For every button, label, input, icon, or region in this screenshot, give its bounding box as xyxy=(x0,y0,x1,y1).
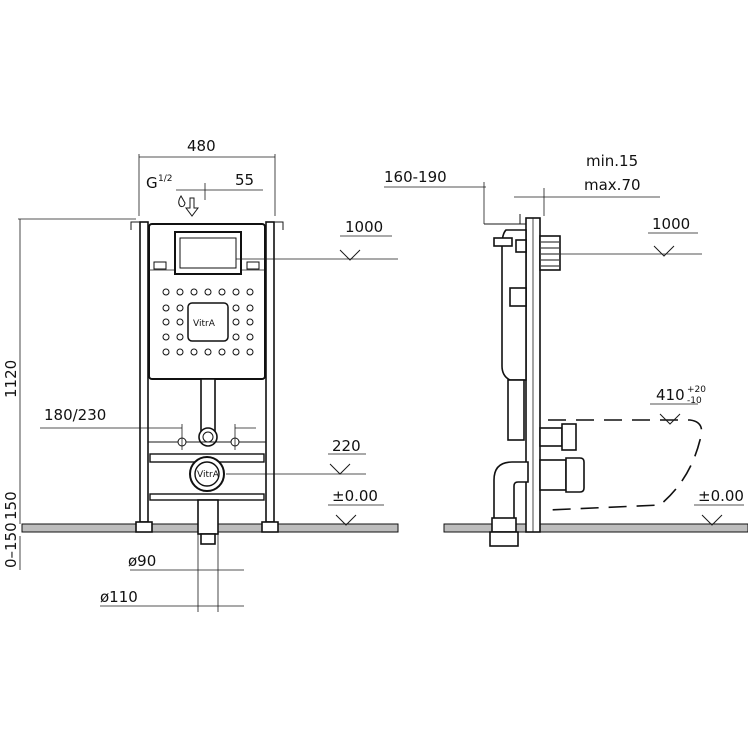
flush-opening xyxy=(174,231,242,275)
side-cistern-bracket xyxy=(509,287,527,307)
drain-logo: VitrA xyxy=(197,470,220,480)
flush-pipe-outlet xyxy=(198,427,218,447)
cistern-logo: VitrA xyxy=(193,319,216,329)
cistern-tab-left xyxy=(153,261,167,270)
side-level-top-marker xyxy=(653,245,675,257)
bowl-height-marker xyxy=(659,413,681,425)
depth-label: 160-190 xyxy=(384,168,447,186)
drain-pipe-end xyxy=(200,533,216,545)
flush-connector xyxy=(539,427,563,447)
level-top-marker xyxy=(339,249,361,261)
side-view: 160-190 min.15 max.70 xyxy=(384,152,748,547)
bowl-tol-minus: -10 xyxy=(687,396,702,406)
flush-connector-end xyxy=(561,423,577,451)
flush-pipe xyxy=(200,378,216,432)
side-level-floor-label: ±0.00 xyxy=(698,487,744,505)
drain-connector-side xyxy=(539,459,567,491)
frame-foot-left xyxy=(135,521,153,533)
inlet-thread-fraction: 1/2 xyxy=(158,174,172,184)
drain-elbow-base xyxy=(491,517,517,533)
level-top-label: 1000 xyxy=(345,218,383,236)
side-level-floor-marker xyxy=(701,514,723,526)
frame-upright-left xyxy=(139,221,149,523)
floor-offset-label: 150 xyxy=(2,491,20,520)
inlet-offset-label: 55 xyxy=(235,171,254,189)
cistern-logo-panel xyxy=(187,302,229,342)
bowl-tol-plus: +20 xyxy=(687,385,706,395)
level-floor-marker xyxy=(335,514,357,526)
floor-range-label: 0–150 xyxy=(2,522,20,568)
side-cistern-tab xyxy=(515,239,527,253)
width-label: 480 xyxy=(187,137,216,155)
side-cistern-valve xyxy=(493,237,513,247)
drain-elbow xyxy=(493,461,529,523)
frame-foot-right xyxy=(261,521,279,533)
anchor-spacing-label: 180/230 xyxy=(44,406,106,424)
floor-slab-side xyxy=(443,523,748,533)
min-label: min.15 xyxy=(586,152,638,170)
water-drop-icon xyxy=(178,195,186,208)
bowl-outline xyxy=(547,419,703,511)
drain-pipe xyxy=(197,499,219,535)
level-drain-label: 220 xyxy=(332,437,361,455)
flush-flange xyxy=(539,235,561,271)
cistern-dot-pattern xyxy=(162,288,254,356)
level-floor-label: ±0.00 xyxy=(332,487,378,505)
inlet-arrow-icon xyxy=(185,197,199,217)
drain-connector-collar xyxy=(565,457,585,493)
cistern-tab-right xyxy=(246,261,260,270)
height-label: 1120 xyxy=(2,360,20,398)
flush-opening-inner xyxy=(179,237,237,269)
side-level-top-label: 1000 xyxy=(652,215,690,233)
max-label: max.70 xyxy=(584,176,641,194)
side-flush-pipe xyxy=(507,379,525,441)
bowl-height-label: 410 xyxy=(656,386,685,404)
lower-bracket xyxy=(149,493,265,501)
outer-pipe-label: ø110 xyxy=(100,588,138,606)
flush-flange-ribs xyxy=(541,241,559,267)
drain-connector-inner xyxy=(194,461,220,487)
inlet-thread-label: G xyxy=(146,174,158,192)
drain-pipe-side xyxy=(489,531,519,547)
frame-top-hooks xyxy=(130,221,284,230)
inner-pipe-label: ø90 xyxy=(128,552,156,570)
level-drain-marker xyxy=(329,463,351,475)
frame-upright-right xyxy=(265,221,275,523)
front-view: 480 G 1/2 55 1120 150 0–150 xyxy=(2,137,399,612)
